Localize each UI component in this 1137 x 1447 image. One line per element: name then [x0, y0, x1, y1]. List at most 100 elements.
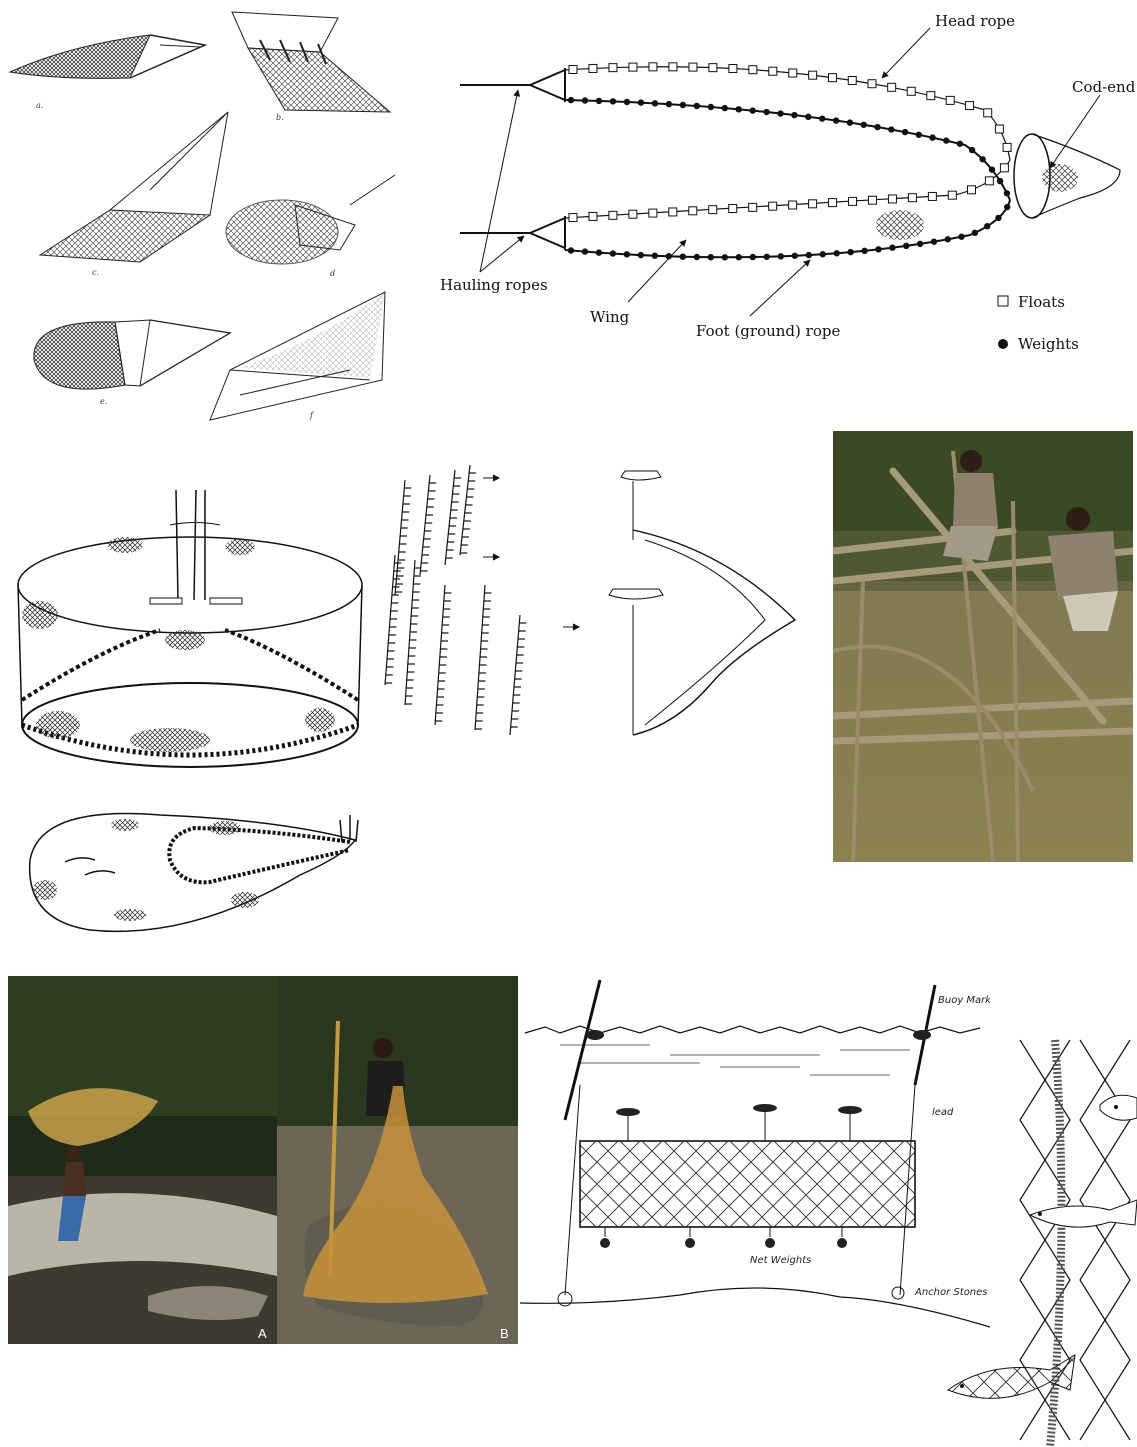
float-marker [689, 207, 697, 215]
beater-pole [385, 555, 395, 685]
floats-legend-label: Floats [1018, 293, 1065, 311]
cast-net-photo-b: B [277, 976, 518, 1344]
float-marker [629, 210, 637, 218]
gillnet-fish-drawing [940, 1030, 1137, 1447]
platform-fishing-image [833, 431, 1133, 862]
float-marker [984, 109, 992, 117]
beater-pole [420, 475, 430, 575]
foot-rope-label: Foot (ground) rope [696, 322, 840, 340]
hand-net-a [10, 35, 205, 78]
weight-marker [694, 254, 700, 260]
float-marker [749, 203, 757, 211]
float-marker [1000, 164, 1008, 172]
cod-end-label: Cod-end [1072, 78, 1136, 96]
hand-net-c [40, 112, 228, 262]
float-marker [669, 208, 677, 216]
weight-marker [749, 107, 755, 113]
weight-marker [819, 115, 825, 121]
photo-a-letter: A [258, 1326, 267, 1341]
weight-marker [861, 122, 867, 128]
weight-marker [943, 137, 949, 143]
circular-trap-panel [0, 430, 380, 970]
weight-marker [582, 97, 588, 103]
gillnet-float [838, 1106, 862, 1114]
weight-marker [945, 236, 951, 242]
float-marker [689, 63, 697, 71]
seine-drive-diagram [375, 445, 820, 745]
weight-marker [806, 252, 812, 258]
float-marker [948, 191, 956, 199]
beater-pole [510, 615, 520, 735]
weight-marker [984, 223, 990, 229]
weight-marker [889, 244, 895, 250]
weight-marker [989, 166, 995, 172]
float-marker [789, 69, 797, 77]
hand-net-f [210, 292, 385, 420]
hand-net-e [34, 320, 230, 389]
trawl-net-diagram: Head rope Cod-end Hauling ropes Wing Foo… [420, 0, 1137, 430]
float-marker [669, 63, 677, 71]
weight-marker [568, 247, 574, 253]
weight-marker [995, 215, 1001, 221]
cast-net-photo-a: A [8, 976, 277, 1344]
weight-marker [778, 253, 784, 259]
label-b: b. [276, 113, 284, 122]
head-rope-label: Head rope [935, 12, 1015, 30]
float-marker [927, 92, 935, 100]
gillnet-panel: Buoy Markers lead Net Weights Anchor Sto… [520, 975, 990, 1345]
weight-marker [791, 112, 797, 118]
float-marker [749, 66, 757, 74]
gillnet-weight [837, 1238, 847, 1248]
weight-marker [903, 243, 909, 249]
weight-marker [861, 248, 867, 254]
float-marker [968, 186, 976, 194]
weight-marker [847, 119, 853, 125]
float-marker [888, 195, 896, 203]
weight-marker [596, 249, 602, 255]
weight-marker [833, 117, 839, 123]
wing-label: Wing [590, 308, 630, 326]
gillnet-weight [685, 1238, 695, 1248]
hand-net-b [232, 12, 390, 112]
float-marker [829, 199, 837, 207]
float-marker [907, 87, 915, 95]
weight-marker [972, 230, 978, 236]
seine-drive-panel [375, 445, 820, 745]
gillnet-float [616, 1108, 640, 1116]
float-marker [828, 74, 836, 82]
label-a: a. [36, 101, 43, 110]
label-e: e. [100, 397, 107, 406]
float-marker [868, 80, 876, 88]
gillnet-weight [600, 1238, 610, 1248]
weight-marker [874, 124, 880, 130]
float-marker [928, 192, 936, 200]
float-marker [729, 205, 737, 213]
float-legend-icon [998, 296, 1008, 306]
weight-marker [680, 253, 686, 259]
weight-marker [596, 98, 602, 104]
weight-marker [736, 106, 742, 112]
float-marker [569, 66, 577, 74]
float-marker [868, 196, 876, 204]
beater-pole [395, 480, 405, 595]
circular-trap-drawing [0, 430, 380, 970]
weight-marker [694, 103, 700, 109]
float-marker [966, 102, 974, 110]
platform-fishing-photo [833, 431, 1133, 862]
hand-nets-drawing: a. b. c. d e. [0, 0, 420, 430]
float-marker [589, 212, 597, 220]
float-marker [985, 177, 993, 185]
float-marker [709, 206, 717, 214]
float-marker [1003, 143, 1011, 151]
weight-marker [764, 254, 770, 260]
float-marker [848, 77, 856, 85]
weights-legend-label: Weights [1018, 335, 1079, 353]
float-marker [888, 83, 896, 91]
gillnet-diagram: Buoy Markers lead Net Weights Anchor Sto… [520, 975, 990, 1345]
weight-marker [652, 253, 658, 259]
weight-marker [833, 250, 839, 256]
weight-marker [750, 254, 756, 260]
float-marker [609, 211, 617, 219]
weight-marker [568, 97, 574, 103]
float-marker [729, 65, 737, 73]
